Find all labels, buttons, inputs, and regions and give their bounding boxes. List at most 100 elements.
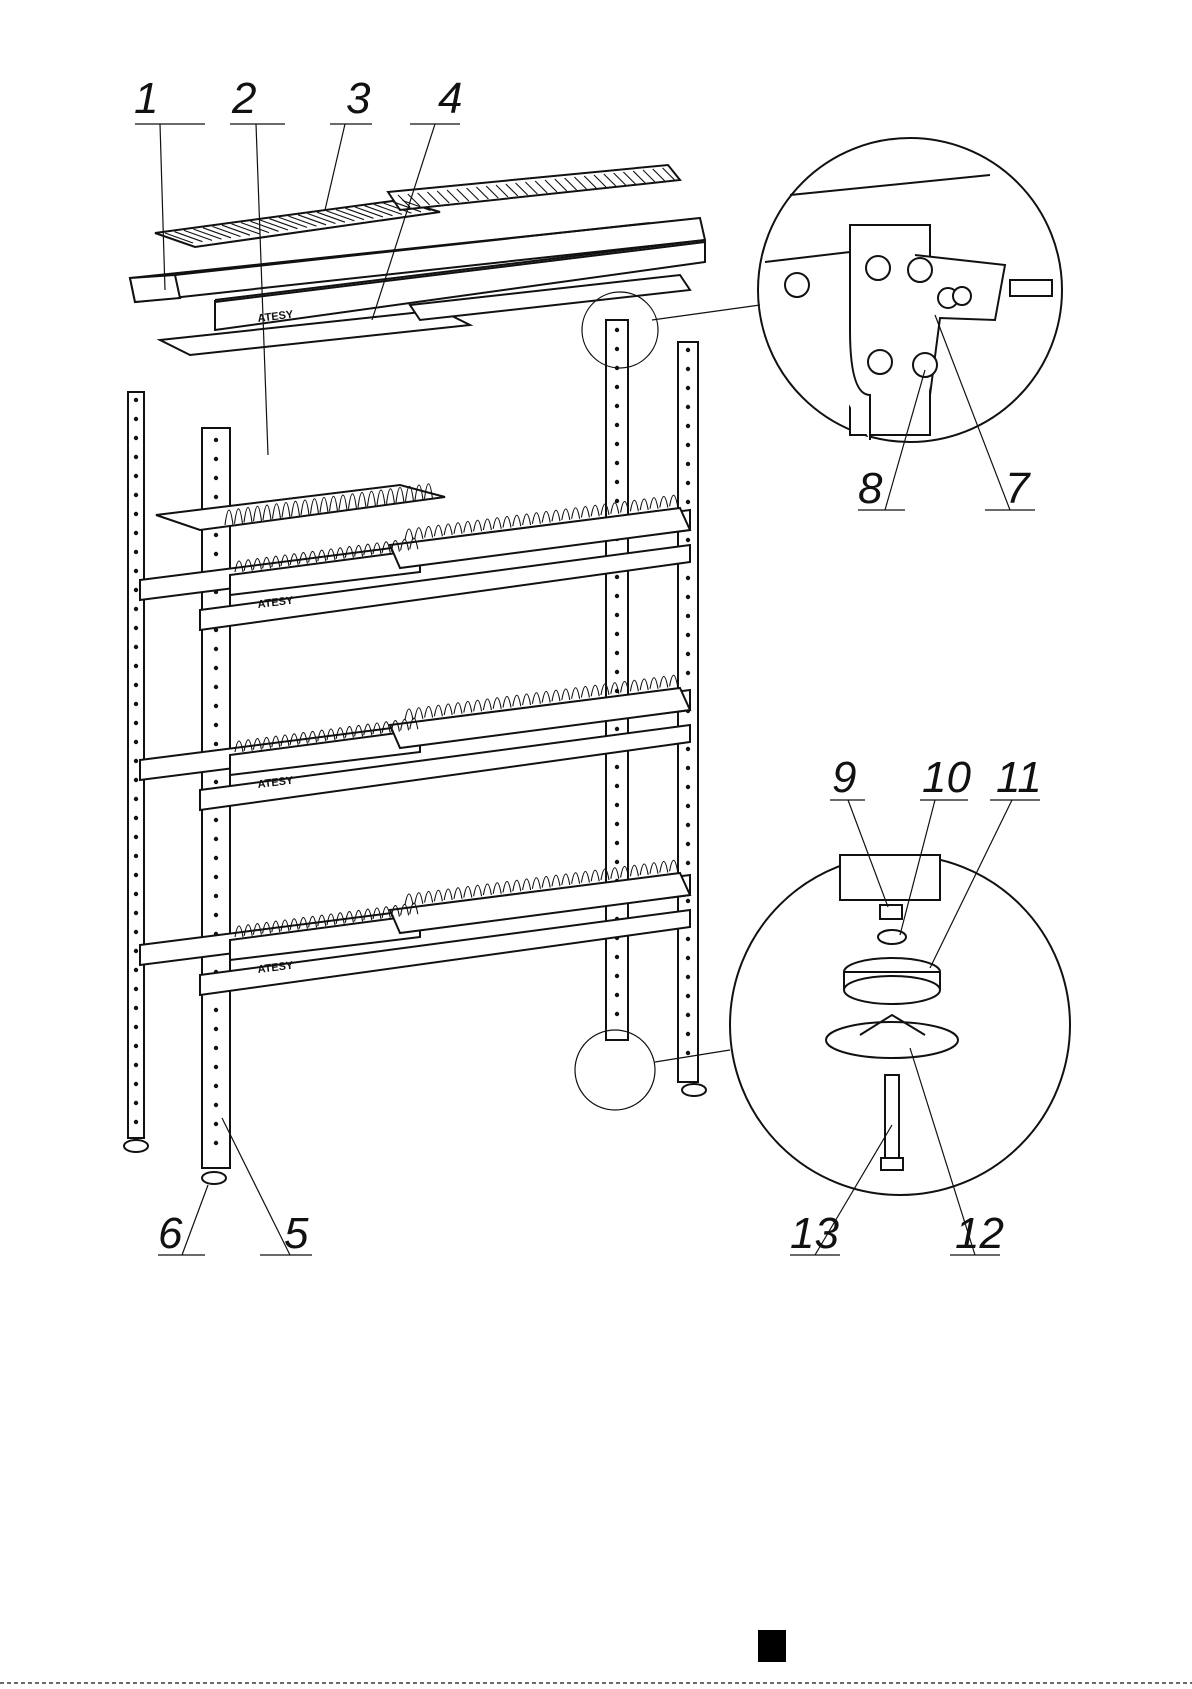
rack-tine [464,887,472,898]
rack-tine [640,499,648,510]
rack-tine [483,884,491,895]
post-hole [214,1008,218,1012]
post-hole [686,842,690,846]
rack-tine [503,882,511,893]
post-hole [686,614,690,618]
rack-tine [650,498,658,509]
post-hole [214,438,218,442]
bracket-bolt [1010,280,1052,296]
post-hole [686,994,690,998]
rack-tine [581,872,589,883]
post-hole [214,495,218,499]
post-hole [214,1027,218,1031]
post-hole [134,854,138,858]
post-hole [686,1032,690,1036]
foot-detail-view [575,855,1070,1195]
post-hole [615,575,619,579]
callout-3: 3 [346,74,371,123]
post-hole [214,1084,218,1088]
post-hole [214,647,218,651]
callout-10: 10 [922,753,971,802]
post-hole [134,797,138,801]
rack-tine [415,893,423,904]
rack-tine [562,689,570,700]
post-hole [686,481,690,485]
post-hole [134,1082,138,1086]
callout-13: 13 [790,1209,839,1258]
rack-tine [474,700,482,711]
rack-tine [640,864,648,875]
rack-tine [630,865,638,876]
post-hole [134,474,138,478]
post-hole [134,512,138,516]
post-hole [134,683,138,687]
rack-tine [660,497,668,508]
rack-tine [405,529,413,540]
post-hole [134,550,138,554]
callout-7: 7 [1005,464,1031,513]
rack-tine [532,693,540,704]
post-hole [214,818,218,822]
post-hole [214,780,218,784]
rack-tine [425,892,433,903]
post-hole [134,835,138,839]
hex-nut-9 [880,905,902,919]
rack-tine [591,505,599,516]
rack-tine [630,500,638,511]
post-hole [214,913,218,917]
rack-tine [532,878,540,889]
rack-tine [532,513,540,524]
post-hole [615,442,619,446]
post-hole [686,823,690,827]
post-hole [615,955,619,959]
post-hole [134,607,138,611]
rack-tine [474,885,482,896]
rack-tine [542,692,550,703]
post-hole [686,671,690,675]
post-hole [686,804,690,808]
callout-5: 5 [284,1209,309,1258]
rack-tine [415,528,423,539]
rack-tine [434,890,442,901]
page-marker [758,1630,786,1662]
callout-2: 2 [231,74,256,123]
post-hole [134,1063,138,1067]
post-hole [134,417,138,421]
post-hole [134,569,138,573]
rack-tine [513,880,521,891]
callout-12: 12 [955,1209,1004,1258]
rack-tine [464,522,472,533]
rack-tine [562,874,570,885]
rack-tine [434,705,442,716]
post-hole [615,347,619,351]
post-hole [686,633,690,637]
post-hole [134,911,138,915]
post-hole [134,987,138,991]
post-hole [615,594,619,598]
rack-tine [444,524,452,535]
post-hole [686,462,690,466]
post-hole [686,386,690,390]
post-hole [134,949,138,953]
post-hole [615,803,619,807]
post-hole [686,367,690,371]
rack-tine [425,527,433,538]
post-hole [615,461,619,465]
post-hole [134,531,138,535]
rack-tine [552,875,560,886]
post-hole [686,899,690,903]
callout-11: 11 [996,753,1042,802]
rack-tine [572,873,580,884]
rack-tine [650,678,658,689]
rack-tine [405,894,413,905]
post-hole [134,1025,138,1029]
post-hole [214,533,218,537]
post-hole [686,937,690,941]
post-hole [686,348,690,352]
rack-tine [523,879,531,890]
post-hole [615,613,619,617]
rack-tine [542,877,550,888]
foot-base-12 [826,1022,958,1058]
post-hole [214,837,218,841]
